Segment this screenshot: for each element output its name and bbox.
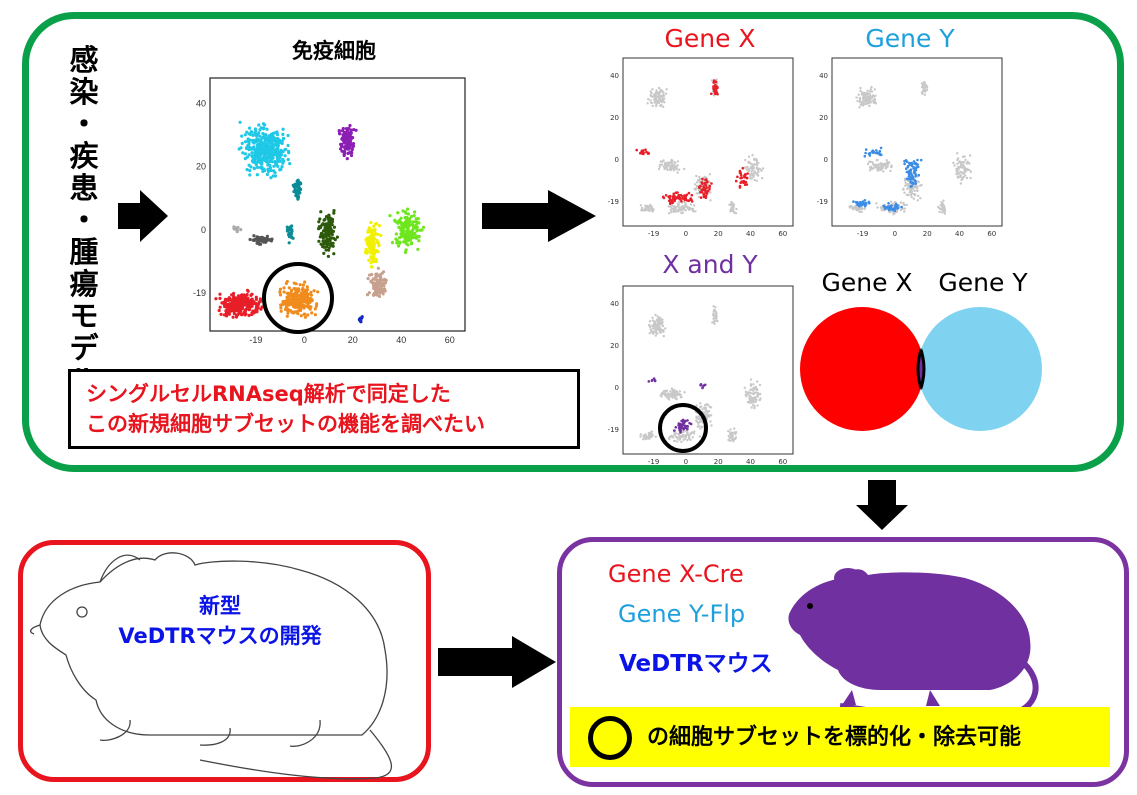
circle-marker-icon [588, 716, 632, 760]
venn-gene-x-label: Gene X [821, 268, 913, 297]
x-and-y-plot: -19 0 20 40 60 40 20 0 -19 [608, 285, 794, 466]
y-tick-label: 40 [196, 98, 206, 108]
x-tick-label: 0 [302, 335, 307, 345]
y-tick-label: 20 [610, 342, 619, 350]
x-tick-label: 60 [987, 230, 996, 238]
gene-y-plot-title: Gene Y [865, 24, 955, 53]
y-tick-label: 20 [610, 114, 619, 122]
y-tick-label: 40 [610, 300, 619, 308]
outline-mouse [30, 552, 393, 780]
x-tick-label: 0 [893, 230, 897, 238]
gene-x-plot-title: Gene X [664, 24, 756, 53]
y-tick-label: 20 [819, 114, 828, 122]
analysis-caption-box: シングルセルRNAseq解析で同定した この新規細胞サブセットの機能を調べたい [68, 369, 580, 449]
x-tick-label: 20 [714, 458, 723, 466]
development-panel [18, 540, 431, 782]
vedtr-development-label: VeDTRマウスの開発 [118, 624, 322, 648]
x-tick-label: 20 [714, 230, 723, 238]
x-tick-label: 0 [684, 458, 688, 466]
venn-left [800, 307, 924, 431]
x-tick-label: 0 [684, 230, 688, 238]
x-tick-label: 60 [778, 230, 787, 238]
x-tick-label: 20 [923, 230, 932, 238]
y-tick-label: 0 [615, 384, 619, 392]
y-tick-label: -19 [608, 198, 619, 206]
y-tick-label: -19 [608, 426, 619, 434]
y-tick-label: 40 [819, 72, 828, 80]
x-and-y-plot-title: X and Y [662, 250, 758, 279]
caption-line-1: シングルセルRNAseq解析で同定した [86, 382, 451, 406]
venn-gene-y-label: Gene Y [938, 268, 1028, 297]
gene-x-cre-label: Gene X-Cre [608, 560, 744, 588]
x-tick-label: 40 [746, 230, 755, 238]
arrow-right-2 [482, 190, 596, 242]
x-tick-label: 60 [778, 458, 787, 466]
venn-diagram [800, 307, 1042, 431]
y-tick-label: -19 [193, 288, 206, 298]
y-tick-label: 0 [615, 156, 619, 164]
targeting-highlight-bar [570, 707, 1110, 767]
x-tick-label: 20 [348, 335, 358, 345]
x-tick-label: -19 [249, 335, 262, 345]
immune-cells-title: 免疫細胞 [292, 39, 376, 63]
purple-mouse [788, 568, 1039, 722]
y-tick-label: -19 [817, 198, 828, 206]
vedtr-mouse-label: VeDTRマウス [619, 651, 773, 677]
caption-line-2: この新規細胞サブセットの機能を調べたい [86, 412, 485, 436]
y-tick-label: 20 [196, 162, 206, 172]
x-tick-label: -19 [857, 230, 868, 238]
gene-y-flp-label: Gene Y-Flp [618, 600, 746, 628]
x-tick-label: 40 [396, 335, 406, 345]
highlight-circle [262, 262, 334, 334]
arrow-right-1 [118, 190, 168, 242]
targeting-text: の細胞サブセットを標的化・除去可能 [647, 725, 1022, 750]
xy-highlight-circle [658, 403, 708, 453]
arrow-right-3 [438, 636, 556, 688]
y-tick-label: 0 [824, 156, 828, 164]
y-tick-label: 40 [610, 72, 619, 80]
x-tick-label: -19 [648, 230, 659, 238]
new-type-label: 新型 [199, 594, 241, 618]
x-tick-label: 40 [746, 458, 755, 466]
immune-tsne-plot: -19 0 20 40 60 40 20 0 -19 [193, 77, 466, 345]
venn-right [918, 307, 1042, 431]
y-tick-label: 0 [201, 225, 206, 235]
gene-y-plot: -19 0 20 40 60 40 20 0 -19 [817, 57, 1003, 238]
arrow-down [856, 480, 908, 530]
gene-x-plot: -19 0 20 40 60 40 20 0 -19 [608, 57, 794, 238]
x-tick-label: 60 [445, 335, 455, 345]
x-tick-label: -19 [648, 458, 659, 466]
x-tick-label: 40 [955, 230, 964, 238]
